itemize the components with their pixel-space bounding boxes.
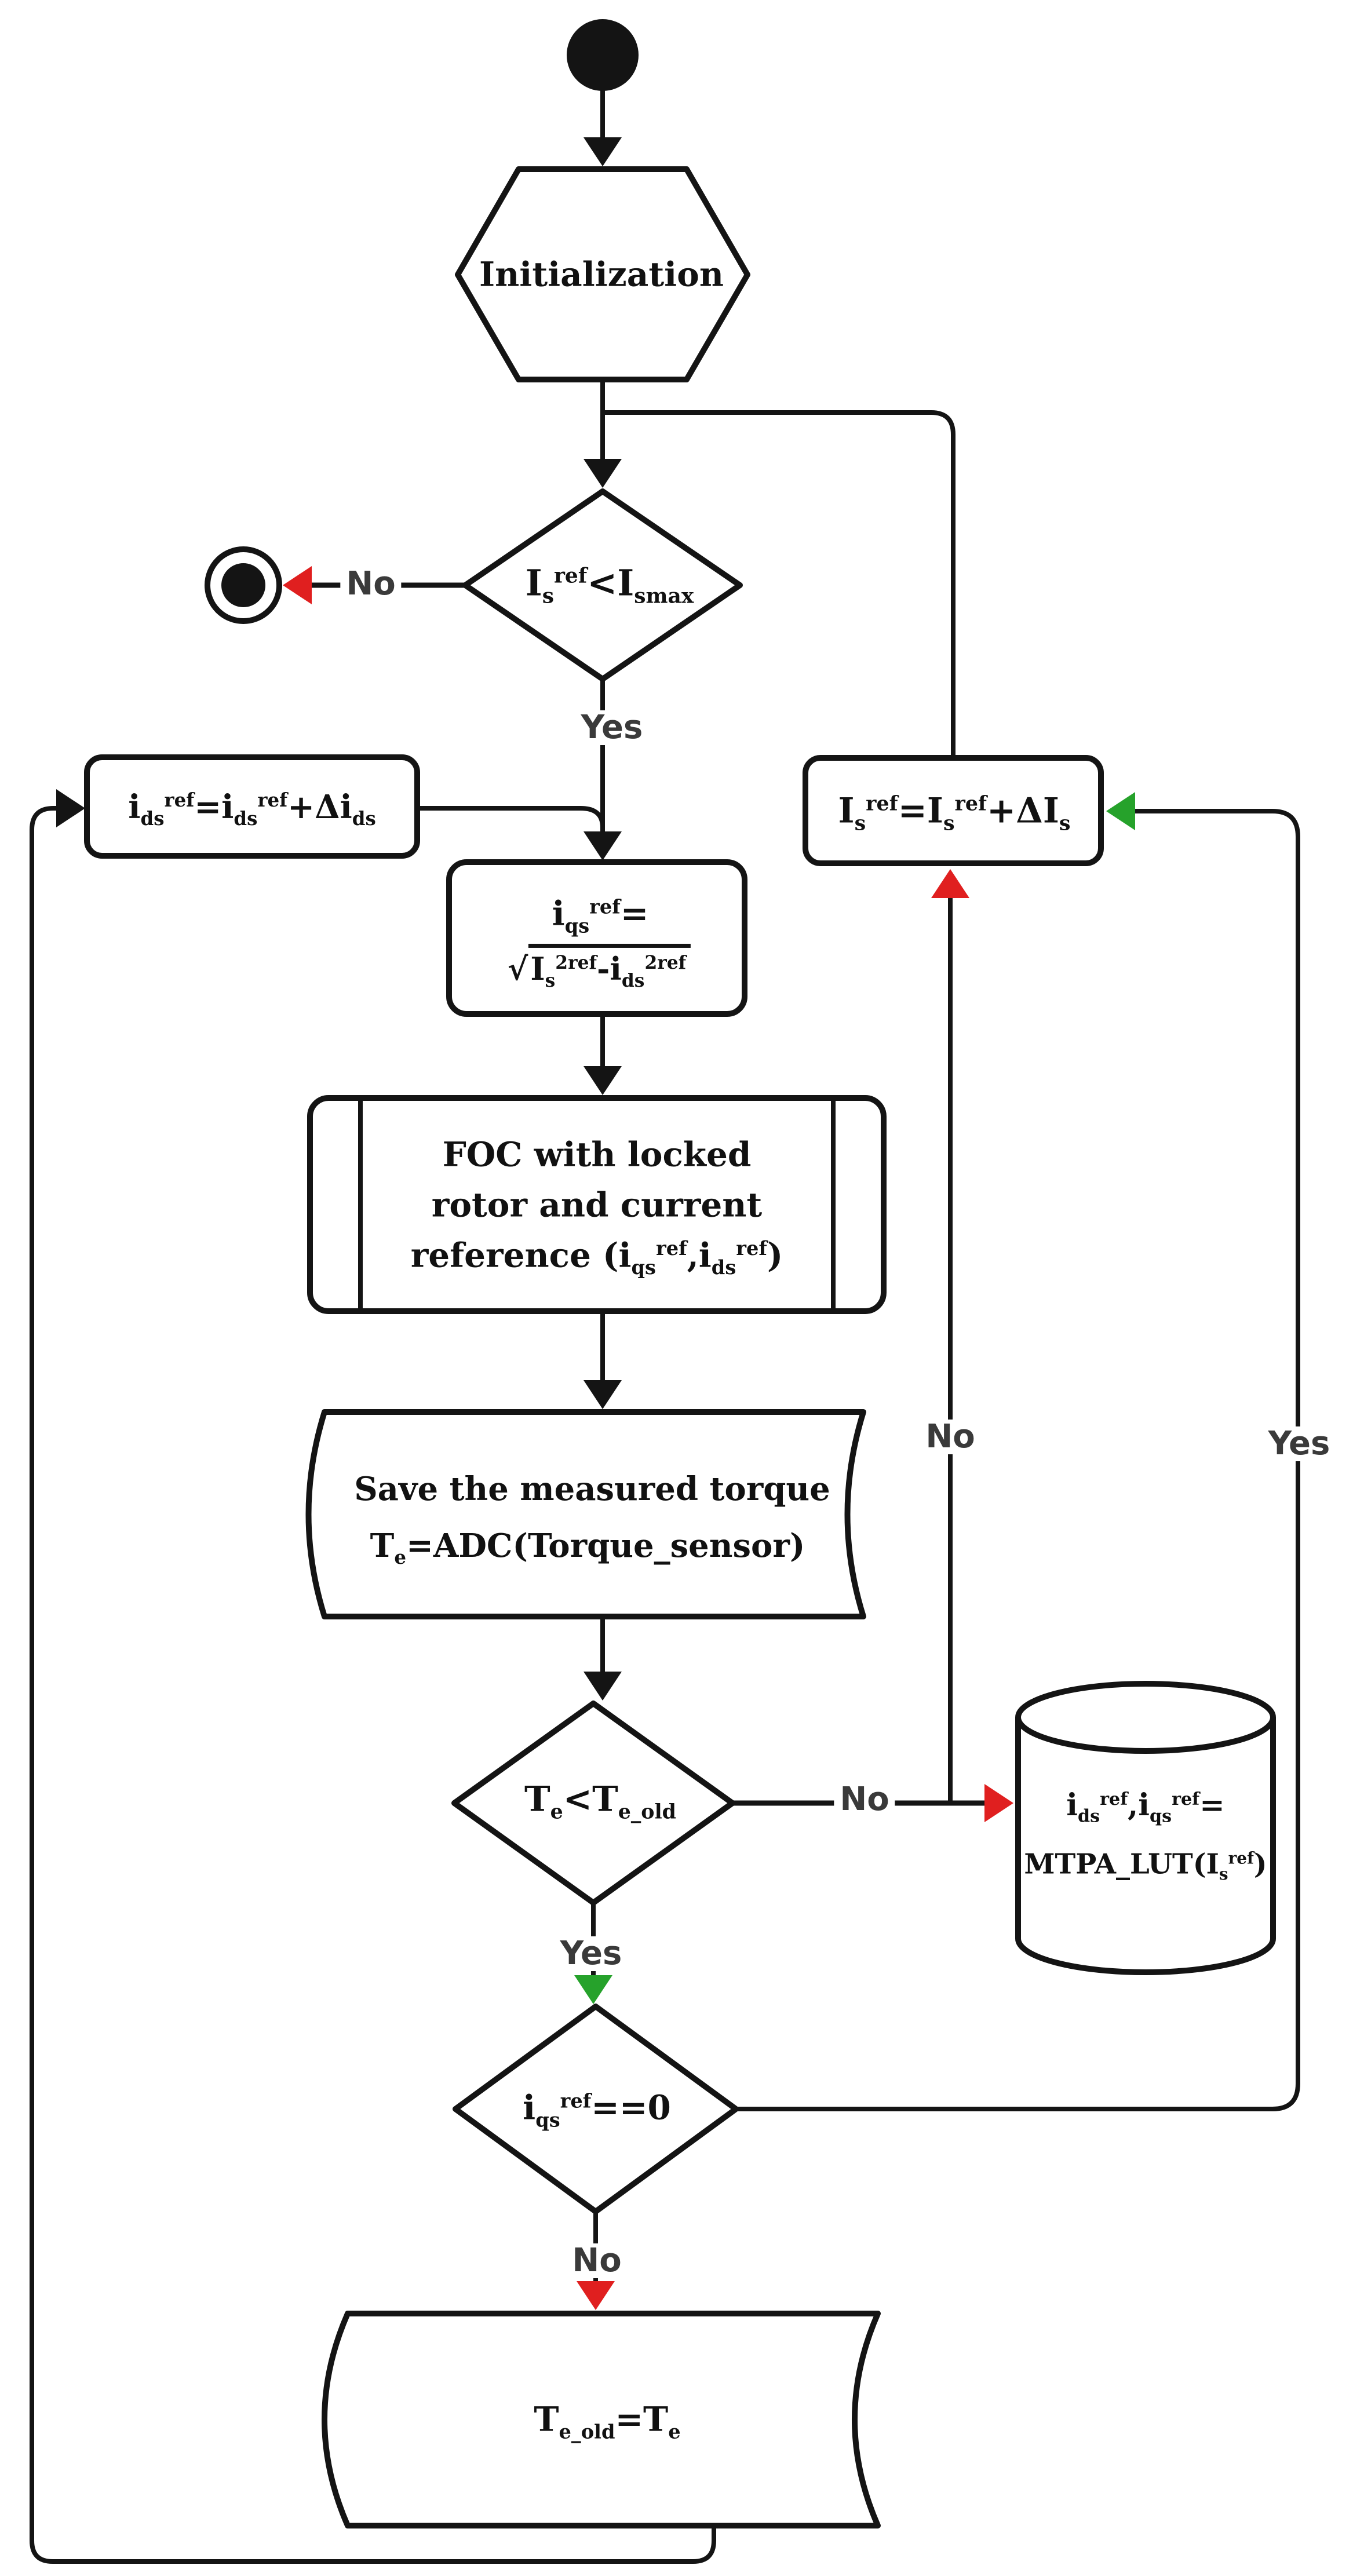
increment-is-label: Isref=Isref+ΔIs (838, 790, 1071, 835)
current-limit-label: Isref<Ismax (525, 561, 694, 608)
compute-iqs-box (446, 859, 747, 1017)
foc-label-line3: reference (iqsref,idsref) (410, 1235, 783, 1279)
is-loop-top-connector (600, 410, 956, 760)
feedback-loop-connector (30, 789, 716, 2564)
increment-ids-label: idsref=idsref+Δids (128, 787, 376, 830)
limit-no-label: No (340, 567, 402, 601)
te-old-label: Te_old=Te (534, 2399, 681, 2443)
increment-is-box (803, 755, 1104, 866)
end-node-inner-dot (221, 563, 265, 607)
mtpa-cylinder-body (1015, 1717, 1276, 1975)
is-rail-no-label: No (920, 1420, 981, 1454)
torque-yes-label: Yes (554, 1936, 628, 1971)
te-old-shape (322, 2311, 881, 2528)
iqs-zero-label: iqsref==0 (523, 2088, 671, 2132)
foc-subroutine-label: FOC with locked rotor and current refere… (411, 1130, 783, 1281)
initialization-hexagon (455, 166, 750, 382)
foc-label-line1: FOC with locked (442, 1134, 752, 1174)
ids-output-connector (415, 806, 622, 860)
save-torque-shape (305, 1409, 866, 1619)
torque-no-label: No (834, 1782, 895, 1817)
compute-iqs-label-line2: √Is2ref-ids2ref (508, 943, 691, 990)
foc-label-line2: rotor and current (431, 1185, 763, 1225)
limit-yes-label: Yes (575, 710, 649, 745)
iqs-zero-yes-label: Yes (1262, 1426, 1336, 1461)
start-node (567, 19, 639, 91)
iqs-zero-no-label: No (566, 2243, 628, 2278)
torque-check-label: Te<Te_old (524, 1779, 677, 1824)
foc-subroutine-box (307, 1095, 887, 1314)
save-torque-label-line1: Save the measured torque (354, 1469, 830, 1508)
mtpa-lut-label-line2: MTPA_LUT(Isref) (1024, 1848, 1267, 1884)
mtpa-lut-label-line1: idsref,iqsref= (1066, 1787, 1225, 1827)
mtpa-cylinder-top (1015, 1681, 1276, 1754)
compute-iqs-label-line1: iqsref= (552, 893, 649, 937)
initialization-label: Initialization (479, 254, 724, 294)
save-torque-label-line2: Te=ADC(Torque_sensor) (370, 1526, 805, 1568)
